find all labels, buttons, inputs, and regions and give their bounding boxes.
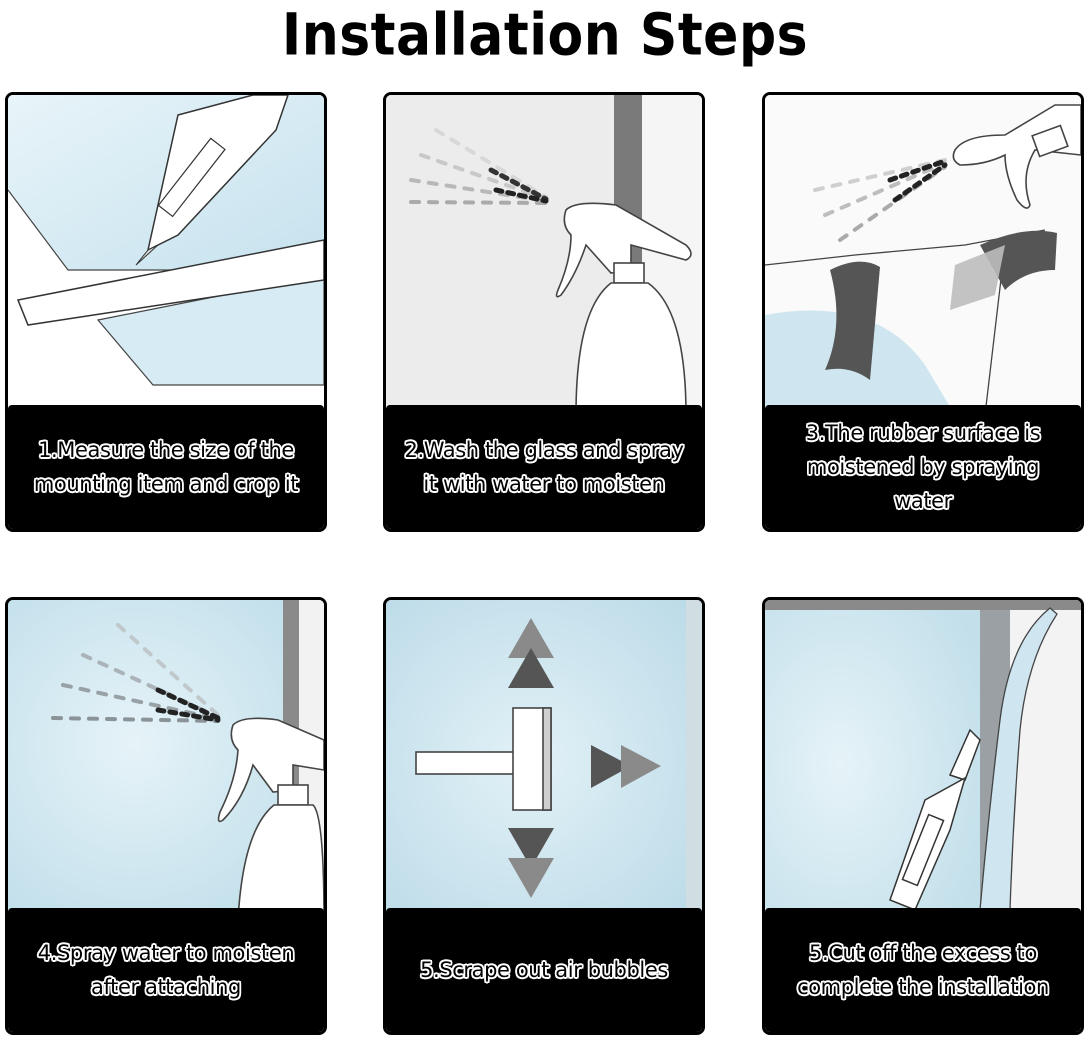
step-caption-text: 1.Measure the size of the mounting item … — [33, 438, 299, 496]
scrape-bubbles-illustration — [386, 600, 702, 920]
step-card-2: 2.Wash the glass and spray it with water… — [383, 92, 705, 532]
spray-bottle-icon — [555, 202, 692, 415]
squeegee-icon — [415, 707, 552, 811]
step-caption: 3.The rubber surface is moistened by spr… — [765, 405, 1081, 529]
step-caption: 2.Wash the glass and spray it with water… — [386, 405, 702, 529]
cut-excess-illustration — [765, 600, 1081, 920]
step-caption: 5.Scrape out air bubbles — [386, 908, 702, 1032]
step-card-3: 3.The rubber surface is moistened by spr… — [762, 92, 1084, 532]
step-caption-text: 5.Scrape out air bubbles — [420, 958, 668, 982]
spray-mist-icon — [813, 158, 948, 242]
spray-rubber-illustration — [765, 95, 1081, 415]
spray-mist-icon — [409, 128, 549, 205]
step-card-1: 1.Measure the size of the mounting item … — [5, 92, 327, 532]
step-card-5: 5.Scrape out air bubbles — [383, 597, 705, 1035]
spray-bottle-icon — [217, 717, 324, 920]
step-caption: 4.Spray water to moisten after attaching — [8, 908, 324, 1032]
utility-knife-icon — [889, 728, 981, 911]
spray-glass-illustration — [386, 95, 702, 415]
step-caption-text: 4.Spray water to moisten after attaching — [37, 941, 295, 999]
step-caption-text: 3.The rubber surface is moistened by spr… — [805, 421, 1041, 513]
step-caption: 5.Cut off the excess to complete the ins… — [765, 908, 1081, 1032]
spray-attached-illustration — [8, 600, 324, 920]
measure-crop-illustration — [8, 95, 324, 415]
spray-mist-icon — [51, 623, 221, 723]
utility-knife-icon — [135, 95, 289, 266]
step-caption: 1.Measure the size of the mounting item … — [8, 405, 324, 529]
step-caption-text: 2.Wash the glass and spray it with water… — [404, 438, 684, 496]
arrow-right-icon — [591, 745, 661, 788]
spray-bottle-icon — [952, 104, 1081, 209]
step-card-6: 5.Cut off the excess to complete the ins… — [762, 597, 1084, 1035]
arrow-up-icon — [508, 618, 554, 688]
step-caption-text: 5.Cut off the excess to complete the ins… — [797, 941, 1049, 999]
step-card-4: 4.Spray water to moisten after attaching — [5, 597, 327, 1035]
arrow-down-icon — [508, 828, 554, 898]
page-title: Installation Steps — [281, 2, 809, 70]
